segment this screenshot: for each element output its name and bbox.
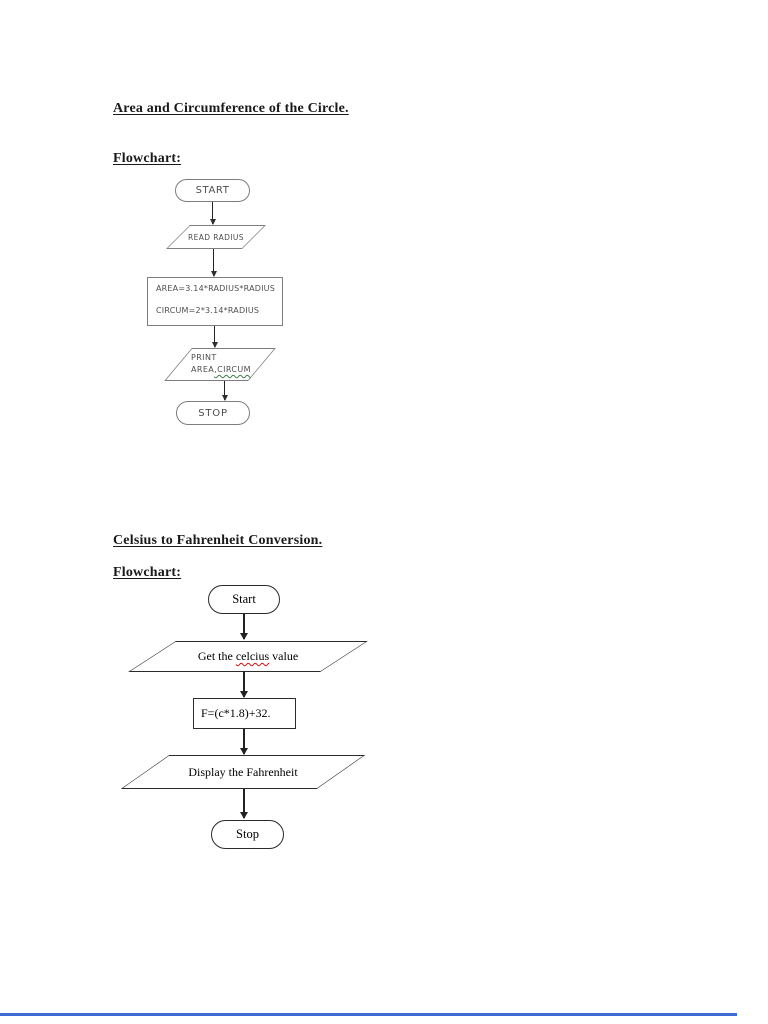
fc2-output-label: Display the Fahrenheit — [188, 764, 298, 779]
section1-title: Area and Circumference of the Circle. — [113, 101, 349, 116]
fc2-start-terminator: Start — [208, 585, 280, 614]
fc1-process-line1: AREA=3.14*RADIUS*RADIUS — [156, 284, 275, 293]
fc2-input-misspelled: celcius — [235, 649, 270, 663]
fc1-read-label: READ RADIUS — [188, 232, 244, 242]
fc2-arrow-2 — [243, 672, 245, 697]
fc1-stop-terminator: STOP — [176, 401, 250, 425]
fc1-read-io: READ RADIUS — [166, 225, 266, 249]
fc1-arrow-4 — [224, 381, 225, 400]
fc2-arrow-1 — [243, 614, 245, 639]
fc2-arrow-3 — [243, 729, 245, 754]
fc2-input-label: Get the celcius value — [198, 649, 298, 664]
fc2-input-io: Get the celcius value — [128, 641, 368, 672]
fc1-print-io: PRINT AREA,CIRCUM — [164, 348, 276, 381]
fc1-start-terminator: START — [175, 179, 250, 202]
fc2-stop-label: Stop — [236, 827, 259, 841]
fc1-process-box: AREA=3.14*RADIUS*RADIUS CIRCUM=2*3.14*RA… — [147, 277, 283, 326]
fc2-input-prefix: Get the — [197, 649, 236, 663]
fc2-stop-terminator: Stop — [211, 820, 284, 849]
fc2-arrow-4 — [243, 789, 245, 818]
fc2-start-label: Start — [232, 592, 256, 606]
fc2-process-label: F=(c*1.8)+32. — [201, 706, 271, 720]
fc2-input-suffix: value — [269, 649, 299, 663]
fc2-output-io: Display the Fahrenheit — [120, 755, 366, 789]
fc1-print-word-circum: ,CIRCUM — [214, 365, 251, 374]
bottom-blue-rule — [0, 1013, 737, 1016]
fc1-print-line2: AREA,CIRCUM — [191, 365, 261, 374]
fc1-start-label: START — [195, 185, 230, 196]
fc1-stop-label: STOP — [198, 407, 228, 419]
fc1-print-line1: PRINT — [191, 353, 217, 362]
fc1-arrow-3 — [214, 326, 215, 347]
fc1-arrow-1 — [212, 202, 213, 224]
fc1-process-line2: CIRCUM=2*3.14*RADIUS — [156, 306, 260, 315]
section1-flowchart-label: Flowchart: — [113, 151, 182, 166]
fc1-arrow-2 — [213, 249, 214, 276]
section2-title: Celsius to Fahrenheit Conversion. — [113, 533, 323, 548]
section2-flowchart-label: Flowchart: — [113, 565, 182, 580]
fc2-process-box: F=(c*1.8)+32. — [193, 698, 296, 729]
fc1-print-word-area: AREA — [191, 365, 215, 374]
